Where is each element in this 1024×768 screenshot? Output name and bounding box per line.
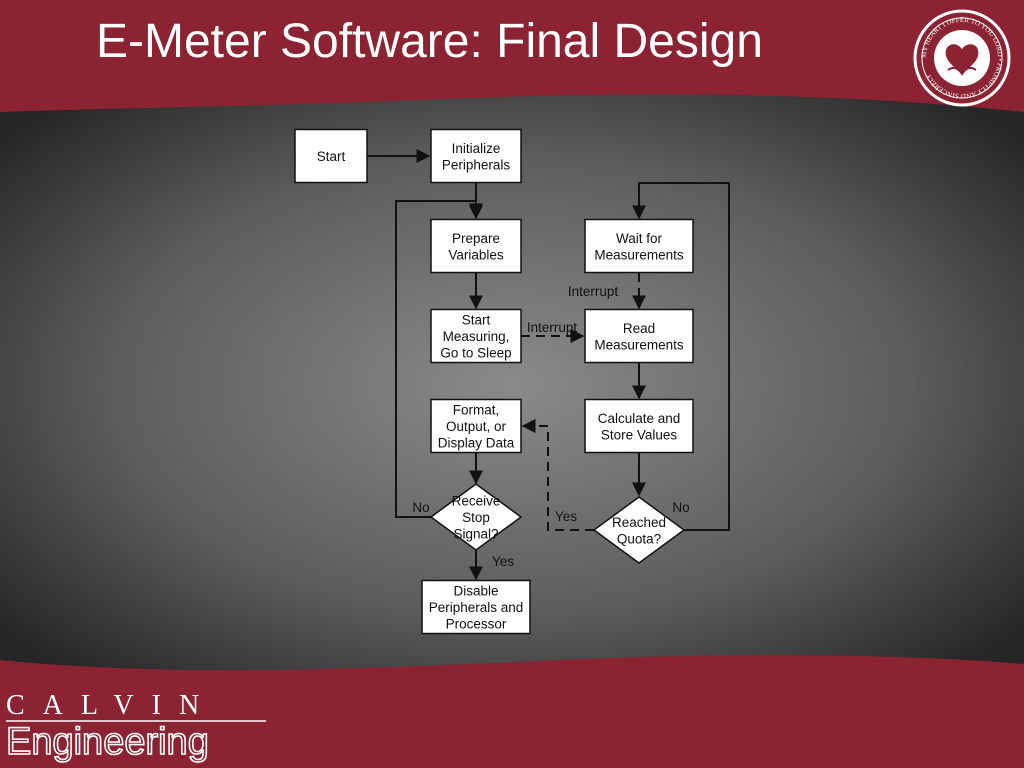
node-wait-line-1: Measurements <box>594 247 684 262</box>
node-calc-box <box>584 398 694 454</box>
flowchart-nodes: Start InitializePeripheralsPrepareVariabl… <box>294 128 694 635</box>
node-measure-line-1: Measuring, <box>443 329 510 344</box>
node-measure-line-2: Go to Sleep <box>440 346 511 361</box>
edge-label-yes-quota: Yes <box>555 509 577 524</box>
node-calc-line-0: Calculate and <box>598 411 681 426</box>
node-read-line-1: Measurements <box>594 337 684 352</box>
node-prepare-line-0: Prepare <box>452 231 500 246</box>
node-quota-diamond <box>592 496 686 564</box>
node-wait-box <box>584 218 694 274</box>
node-format-line-1: Output, or <box>446 419 507 434</box>
slide-title: E-Meter Software: Final Design <box>96 15 763 68</box>
edge-label-interrupt-mid: Interrupt <box>527 320 578 335</box>
node-stop-line-1: Stop <box>462 510 490 525</box>
node-read-line-0: Read <box>623 321 655 336</box>
edge-quota-yes-to-format <box>521 419 594 531</box>
node-disable-box <box>421 579 531 635</box>
node-read-box <box>584 308 694 364</box>
node-calc-line-1: Store Values <box>601 427 678 442</box>
node-disable-line-0: Disable <box>453 584 498 599</box>
node-stop-line-2: Signal? <box>453 527 498 542</box>
node-init-box <box>430 128 522 184</box>
edge-stop-no-loop <box>395 200 483 518</box>
edge-label-yes-stop: Yes <box>492 554 514 569</box>
brand-line1: CALVIN <box>6 690 217 721</box>
node-start-line-0: Start <box>317 149 346 164</box>
node-start: Start <box>294 128 368 184</box>
bottom-band <box>0 655 1024 768</box>
edge-quota-no-loop <box>632 182 730 531</box>
node-stop-diamond <box>429 483 523 551</box>
node-prepare-line-1: Variables <box>448 247 504 262</box>
node-start-box <box>294 128 368 184</box>
node-init-line-1: Peripherals <box>442 157 511 172</box>
node-stop-line-0: Receive <box>452 494 501 509</box>
node-prepare-box <box>430 218 522 274</box>
edge-label-interrupt-top: Interrupt <box>568 284 619 299</box>
node-disable-line-2: Processor <box>446 617 507 632</box>
seal-logo: MY HEART I OFFER TO YOU LORD • PROMPTLY … <box>913 9 1011 107</box>
node-init-line-0: Initialize <box>452 141 501 156</box>
node-format-line-0: Format, <box>453 403 500 418</box>
edge-label-no-left: No <box>412 500 429 515</box>
node-quota-line-1: Quota? <box>617 531 661 546</box>
node-wait-line-0: Wait for <box>616 231 663 246</box>
flowchart-edges <box>367 149 730 581</box>
node-format: Format,Output, or Display Data <box>430 398 522 454</box>
node-measure-box <box>430 308 522 364</box>
node-format-line-2: Display Data <box>438 436 515 451</box>
top-band <box>0 0 1024 112</box>
node-format-box <box>430 398 522 454</box>
node-quota-line-0: Reached <box>612 515 666 530</box>
node-measure-line-0: Start <box>462 313 491 328</box>
edge-label-no-right: No <box>672 500 689 515</box>
calvin-engineering-logo: CALVIN Engineering <box>5 690 266 764</box>
brand-line2: Engineering <box>6 721 209 763</box>
node-disable-line-1: Peripherals and <box>429 600 524 615</box>
